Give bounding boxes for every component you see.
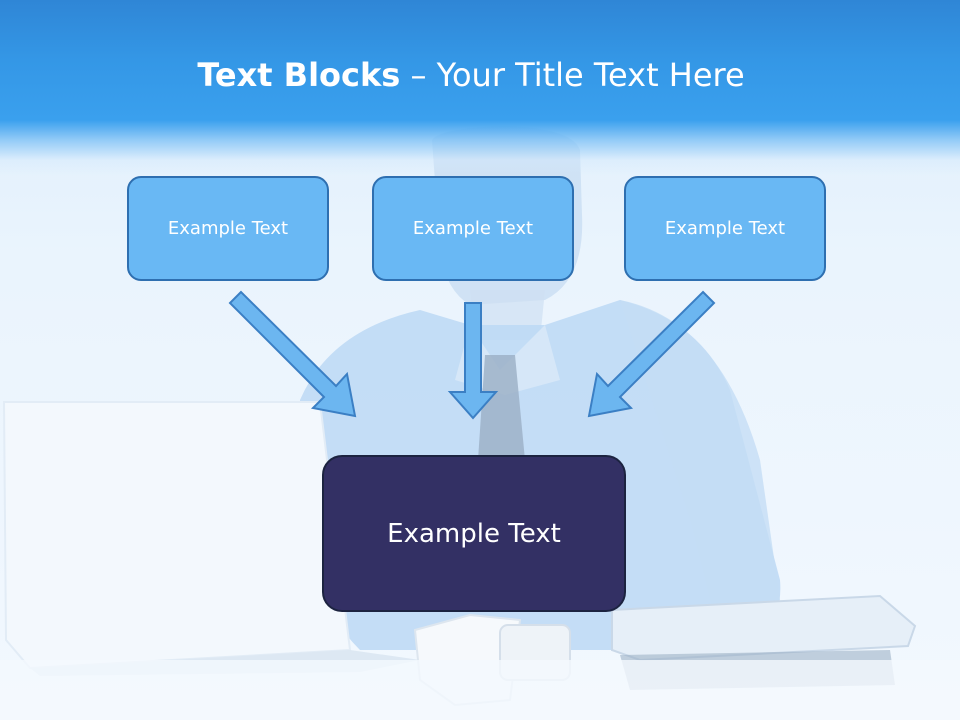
title-rest: Your Title Text Here [436, 56, 745, 94]
text-block-middle: Example Text [372, 176, 574, 281]
title-bold-part: Text Blocks [197, 56, 401, 94]
arrow-left-to-center [228, 290, 357, 418]
text-block-left-label: Example Text [167, 218, 289, 239]
arrow-middle-to-center [447, 302, 499, 420]
text-block-middle-label: Example Text [412, 218, 534, 239]
title-bar [0, 0, 960, 175]
text-block-left: Example Text [127, 176, 329, 281]
slide-title: Text Blocks – Your Title Text Here [0, 52, 942, 98]
text-block-right-label: Example Text [664, 218, 786, 239]
text-block-center: Example Text [322, 455, 626, 612]
arrow-right-to-center [587, 290, 716, 418]
title-dash: – [400, 56, 437, 94]
text-block-right: Example Text [624, 176, 826, 281]
text-block-center-label: Example Text [387, 518, 561, 549]
